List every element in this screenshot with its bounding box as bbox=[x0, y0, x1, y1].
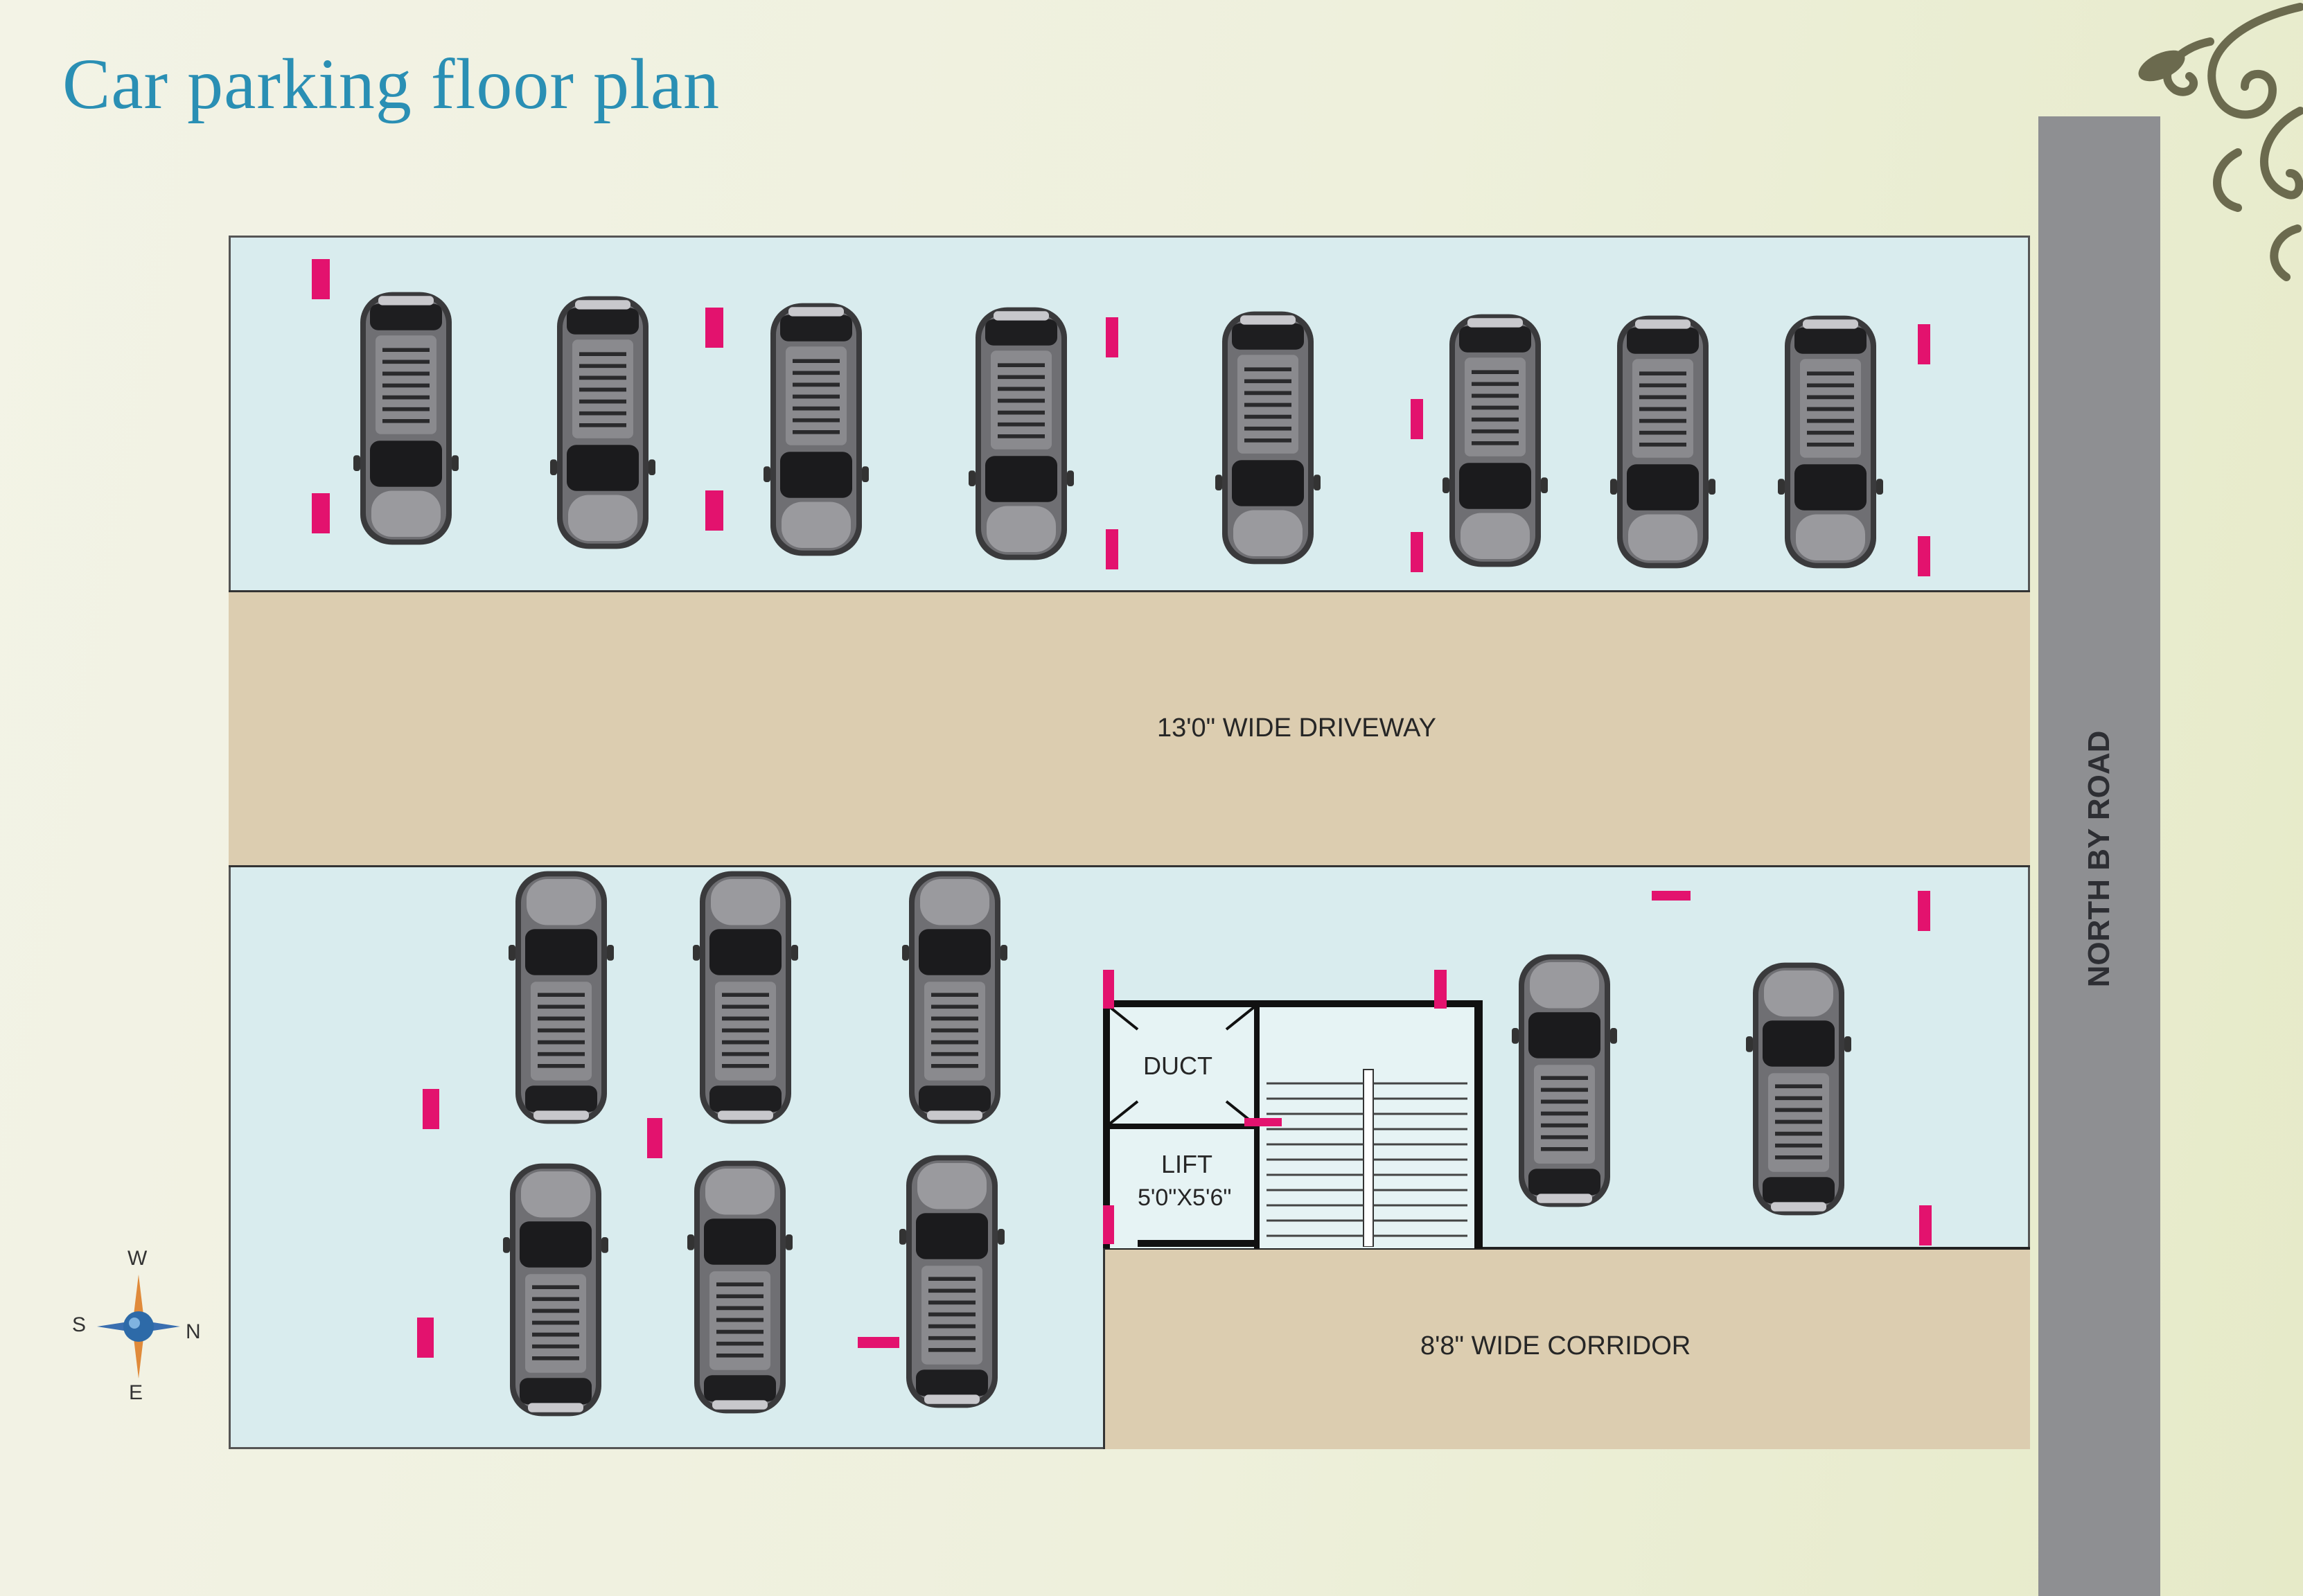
pillar-marker bbox=[417, 1318, 434, 1358]
compass-south: S bbox=[72, 1313, 87, 1336]
parked-car bbox=[761, 298, 872, 561]
pillar-marker bbox=[1434, 970, 1447, 1009]
pillar-marker bbox=[423, 1089, 439, 1129]
pillar-marker bbox=[1919, 1205, 1932, 1245]
parked-car bbox=[1509, 949, 1620, 1212]
pillar-marker bbox=[705, 308, 723, 348]
driveway bbox=[229, 590, 2030, 867]
pillar-marker bbox=[705, 490, 723, 531]
parked-car bbox=[897, 1150, 1007, 1413]
pillar-marker bbox=[1918, 536, 1930, 576]
pillar-marker bbox=[1411, 532, 1423, 572]
pillar-marker bbox=[1106, 317, 1118, 357]
page-title: Car parking floor plan bbox=[62, 44, 721, 124]
parked-car bbox=[1607, 310, 1718, 574]
pillar-marker bbox=[1411, 399, 1423, 439]
compass-rose-icon bbox=[97, 1275, 180, 1378]
parked-car bbox=[1743, 957, 1854, 1221]
parked-car bbox=[506, 866, 617, 1129]
parked-car bbox=[899, 866, 1010, 1129]
pillar-marker bbox=[647, 1118, 662, 1158]
road-label: NORTH BY ROAD bbox=[2082, 730, 2116, 988]
parked-car bbox=[351, 287, 461, 550]
compass: W S N E bbox=[69, 1247, 208, 1413]
pillar-marker bbox=[1106, 529, 1118, 569]
pillar-marker bbox=[1244, 1118, 1282, 1126]
swirl-ornament-icon bbox=[2138, 3, 2303, 281]
parked-car bbox=[1212, 306, 1323, 569]
corridor bbox=[1103, 1247, 2030, 1449]
parked-car bbox=[966, 302, 1077, 565]
pillar-marker bbox=[1103, 1205, 1114, 1244]
driveway-label: 13'0" WIDE DRIVEWAY bbox=[1157, 713, 1436, 743]
pillar-marker bbox=[1103, 970, 1114, 1009]
staircase bbox=[1267, 1069, 1467, 1247]
parked-car bbox=[690, 866, 801, 1129]
pillar-marker bbox=[312, 259, 330, 299]
corridor-label: 8'8" WIDE CORRIDOR bbox=[1420, 1331, 1691, 1360]
duct-label: DUCT bbox=[1143, 1052, 1212, 1080]
pillar-marker bbox=[312, 493, 330, 533]
floor-plan: 13'0" WIDE DRIVEWAY 8'8" WIDE CORRIDOR D… bbox=[229, 236, 2030, 1455]
road bbox=[2038, 116, 2160, 1596]
lift-label: LIFT bbox=[1161, 1150, 1213, 1178]
parked-car bbox=[500, 1158, 611, 1421]
top-parking-strip bbox=[229, 236, 2030, 590]
parked-car bbox=[1775, 310, 1886, 574]
compass-north: N bbox=[186, 1320, 201, 1343]
lift-size-label: 5'0"X5'6" bbox=[1138, 1185, 1232, 1211]
compass-west: W bbox=[127, 1247, 148, 1270]
parked-car bbox=[547, 291, 658, 554]
pillar-marker bbox=[1652, 891, 1691, 901]
parked-car bbox=[1440, 309, 1551, 572]
parked-car bbox=[685, 1155, 795, 1419]
pillar-marker bbox=[858, 1337, 899, 1348]
pillar-marker bbox=[1918, 324, 1930, 364]
compass-east: E bbox=[129, 1381, 143, 1404]
pillar-marker bbox=[1918, 891, 1930, 931]
